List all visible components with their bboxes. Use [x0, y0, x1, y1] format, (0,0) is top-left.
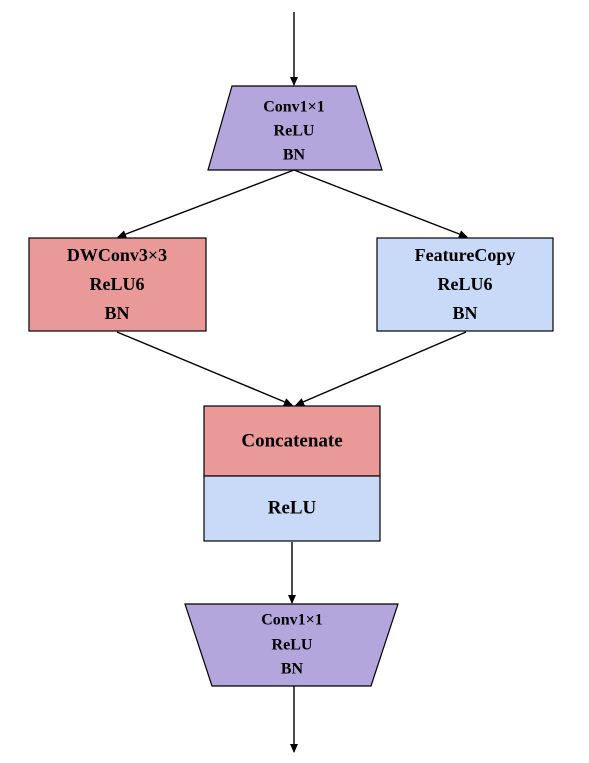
edge-conv-to-featurecopy	[293, 169, 468, 238]
dwconv-line-2: ReLU6	[90, 274, 145, 294]
bottom-conv-line-3: BN	[281, 661, 304, 678]
concatenate-label: Concatenate	[241, 430, 342, 451]
bottom-conv-node: Conv1×1 ReLU BN	[184, 603, 399, 687]
concatenate-shape	[203, 405, 381, 477]
top-conv-node: Conv1×1 ReLU BN	[207, 85, 383, 171]
concat-relu-node: Concatenate ReLU	[203, 405, 381, 542]
dwconv-line-3: BN	[104, 303, 129, 323]
featurecopy-line-1: FeatureCopy	[415, 245, 516, 265]
bottom-conv-shape	[184, 603, 399, 687]
edge-conv-to-dwconv	[117, 169, 295, 238]
top-conv-shape	[207, 85, 383, 171]
relu-label: ReLU	[268, 497, 317, 518]
featurecopy-line-3: BN	[452, 303, 477, 323]
bottom-conv-line-1: Conv1×1	[261, 612, 323, 629]
top-conv-line-1: Conv1×1	[263, 99, 325, 116]
dwconv-shape	[28, 237, 207, 332]
edge-dwconv-to-concat	[116, 331, 293, 406]
dwconv-node: DWConv3×3 ReLU6 BN	[28, 237, 207, 332]
top-conv-line-2: ReLU	[274, 123, 315, 140]
featurecopy-shape	[376, 237, 554, 332]
relu-shape	[203, 475, 381, 542]
top-conv-line-3: BN	[283, 147, 306, 164]
featurecopy-line-2: ReLU6	[438, 274, 493, 294]
edge-featurecopy-to-concat	[295, 331, 467, 406]
bottom-conv-line-2: ReLU	[272, 637, 313, 654]
dwconv-line-1: DWConv3×3	[67, 245, 167, 265]
featurecopy-node: FeatureCopy ReLU6 BN	[376, 237, 554, 332]
